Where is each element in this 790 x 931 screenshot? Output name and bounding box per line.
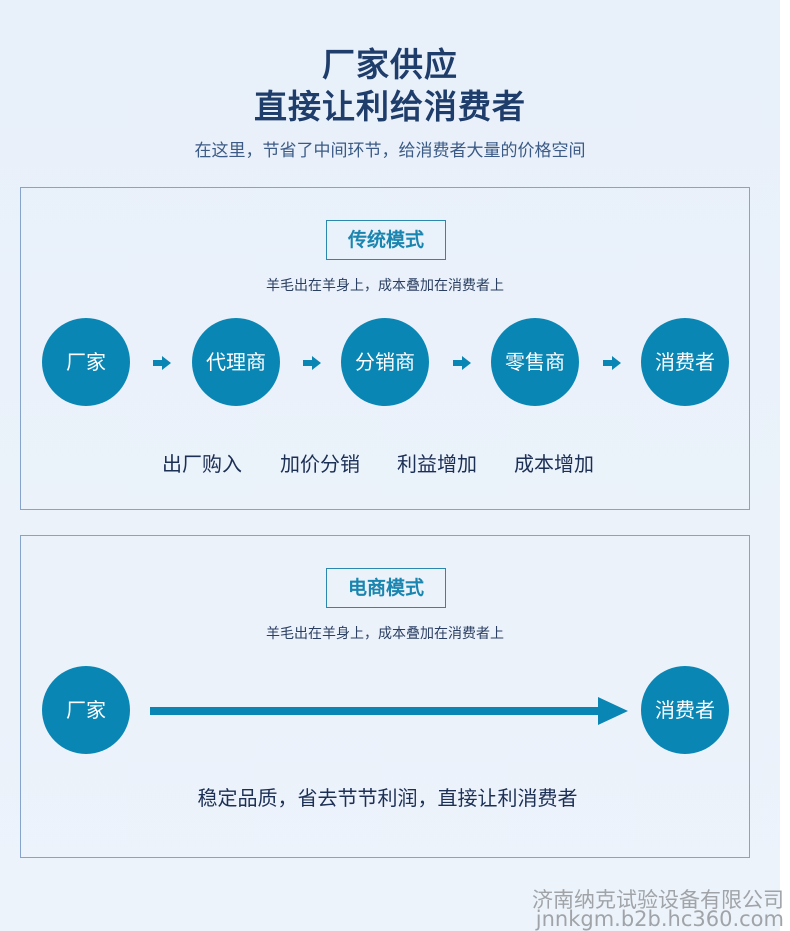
arrow-right-icon <box>603 356 621 370</box>
long-arrow-icon <box>150 697 628 725</box>
ecommerce-summary: 稳定品质，省去节节利润，直接让利消费者 <box>197 786 578 810</box>
arrow-right-icon <box>153 356 171 370</box>
traditional-mode-panel <box>20 187 750 510</box>
ecommerce-mode-panel <box>20 535 750 858</box>
step-text: 利益增加 <box>397 452 477 476</box>
node-factory: 厂家 <box>42 318 130 406</box>
watermark-url: jnnkgm.b2b.hc360.com <box>535 907 784 931</box>
node-consumer: 消费者 <box>641 318 729 406</box>
page-title-line1: 厂家供应 <box>322 45 458 84</box>
step-text: 加价分销 <box>280 452 360 476</box>
arrow-right-icon <box>303 356 321 370</box>
node-retailer: 零售商 <box>491 318 579 406</box>
step-text: 出厂购入 <box>162 452 242 476</box>
traditional-note: 羊毛出在羊身上，成本叠加在消费者上 <box>266 278 504 294</box>
ecommerce-note: 羊毛出在羊身上，成本叠加在消费者上 <box>266 626 504 642</box>
node-distributor: 分销商 <box>341 318 429 406</box>
traditional-mode-label: 传统模式 <box>326 220 446 260</box>
node-consumer: 消费者 <box>641 666 729 754</box>
watermark-company: 济南纳克试验设备有限公司 <box>532 888 784 912</box>
step-text: 成本增加 <box>514 452 594 476</box>
node-agent: 代理商 <box>192 318 280 406</box>
arrow-right-icon <box>453 356 471 370</box>
page-subtitle: 在这里，节省了中间环节，给消费者大量的价格空间 <box>194 141 586 161</box>
page-title-line2: 直接让利给消费者 <box>254 87 526 126</box>
node-factory: 厂家 <box>42 666 130 754</box>
ecommerce-mode-label: 电商模式 <box>326 568 446 608</box>
